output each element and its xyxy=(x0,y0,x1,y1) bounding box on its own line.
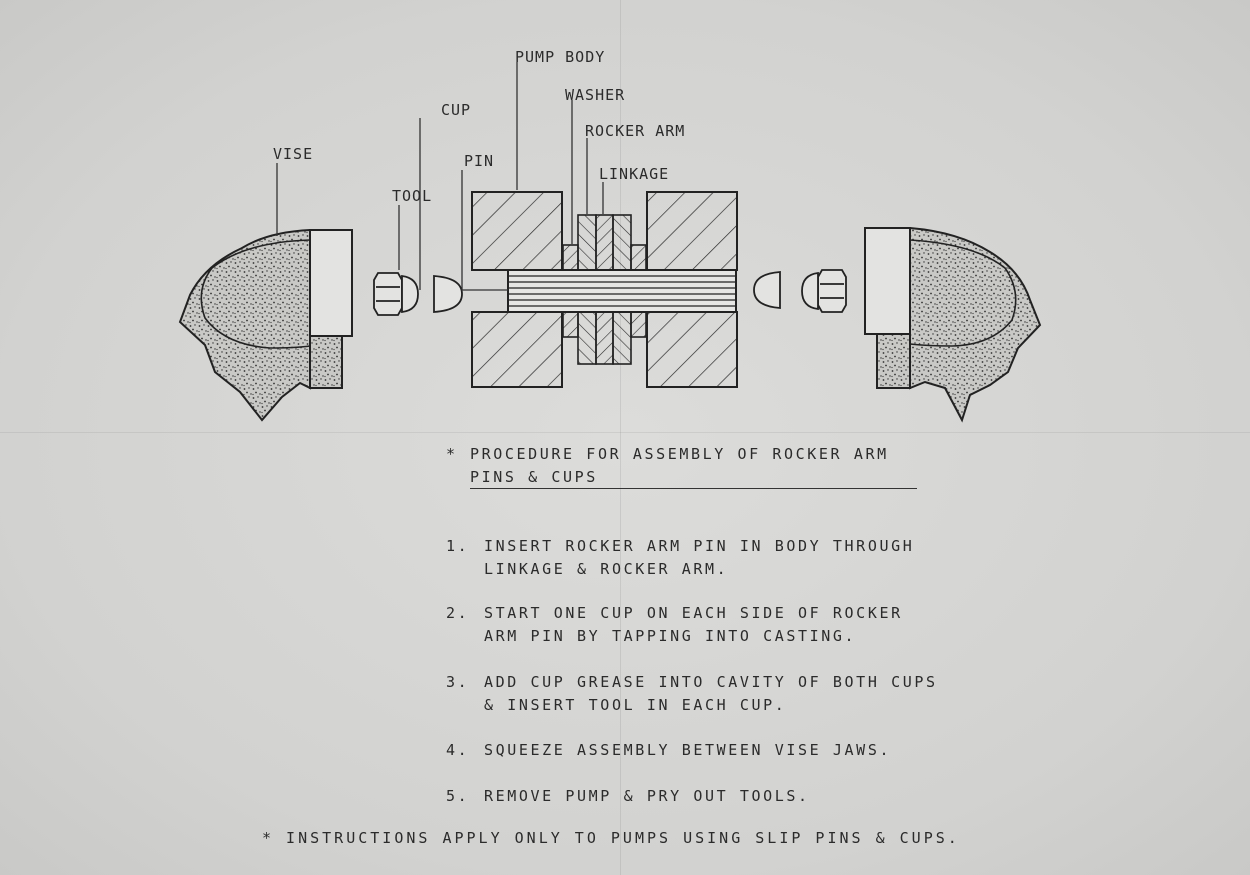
step-2-num: 2. xyxy=(446,604,470,622)
step-1-num: 1. xyxy=(446,537,470,555)
vise-jaw-left xyxy=(178,229,353,422)
step-3-num: 3. xyxy=(446,673,470,691)
step-3-line1: ADD CUP GREASE INTO CAVITY OF BOTH CUPS xyxy=(484,673,938,691)
footnote: * INSTRUCTIONS APPLY ONLY TO PUMPS USING… xyxy=(262,829,960,847)
label-washer: WASHER xyxy=(565,86,625,104)
linkage xyxy=(595,214,614,365)
step-4-num: 4. xyxy=(446,741,470,759)
rocker-arm xyxy=(577,214,632,365)
pump-body xyxy=(471,191,738,388)
step-4-line1: SQUEEZE ASSEMBLY BETWEEN VISE JAWS. xyxy=(484,741,892,759)
label-rocker-arm: ROCKER ARM xyxy=(585,122,685,140)
step-3-line2: & INSERT TOOL IN EACH CUP. xyxy=(484,696,787,714)
cup-left xyxy=(433,275,463,313)
label-pin: PIN xyxy=(464,152,494,170)
step-5-num: 5. xyxy=(446,787,470,805)
rocker-arm-pin xyxy=(507,269,737,313)
tool-right xyxy=(801,269,847,313)
procedure-title-line1: PROCEDURE FOR ASSEMBLY OF ROCKER ARM xyxy=(470,445,889,463)
step-2-line1: START ONE CUP ON EACH SIDE OF ROCKER xyxy=(484,604,903,622)
title-underline xyxy=(470,488,917,489)
label-vise: VISE xyxy=(273,145,313,163)
vise-jaw-right xyxy=(864,227,1042,423)
cup-right xyxy=(753,271,781,309)
label-cup: CUP xyxy=(441,101,471,119)
step-5-line1: REMOVE PUMP & PRY OUT TOOLS. xyxy=(484,787,810,805)
step-1-line1: INSERT ROCKER ARM PIN IN BODY THROUGH xyxy=(484,537,915,555)
procedure-marker: * xyxy=(446,445,458,463)
leader-lines xyxy=(276,62,604,291)
procedure-title-line2: PINS & CUPS xyxy=(470,468,598,486)
label-linkage: LINKAGE xyxy=(599,165,669,183)
tool-left xyxy=(373,272,419,316)
label-tool: TOOL xyxy=(392,187,432,205)
step-1-line2: LINKAGE & ROCKER ARM. xyxy=(484,560,729,578)
label-pump-body: PUMP BODY xyxy=(515,48,605,66)
step-2-line2: ARM PIN BY TAPPING INTO CASTING. xyxy=(484,627,857,645)
